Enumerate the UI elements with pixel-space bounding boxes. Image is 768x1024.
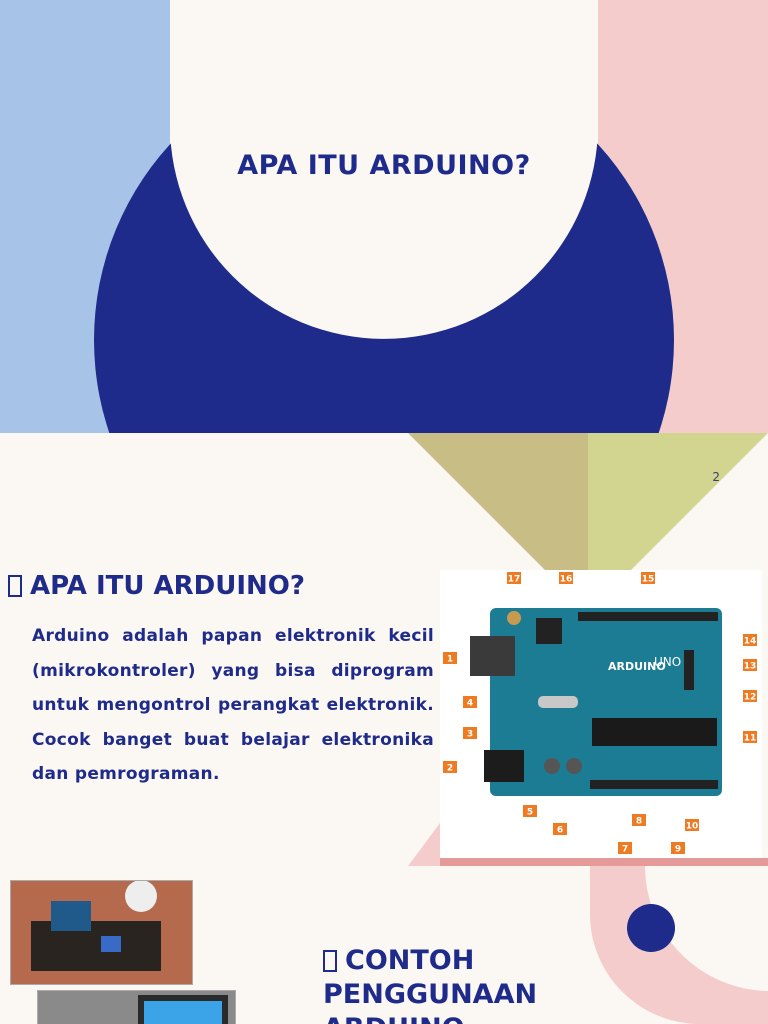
power-jack	[484, 750, 524, 782]
callout-marker	[685, 819, 699, 831]
pink-wedge	[408, 823, 440, 866]
callout-marker	[443, 652, 457, 664]
callout-marker	[553, 823, 567, 835]
section-heading-text: APA ITU ARDUINO?	[30, 571, 305, 601]
callout-marker	[743, 634, 757, 646]
project-photo-2	[37, 990, 236, 1024]
callout-label: 5	[527, 808, 533, 818]
board-brand-text: ARDUINO	[608, 660, 666, 673]
callout-marker	[463, 727, 477, 739]
examples-heading-line3: ARDUINO	[323, 1012, 537, 1024]
lime-triangle	[588, 433, 768, 613]
callout-marker	[559, 572, 573, 584]
callout-label: 7	[622, 845, 628, 855]
reset-button	[507, 611, 521, 625]
olive-triangle	[408, 433, 588, 613]
cream-arch	[170, 0, 598, 339]
project-photo-1	[10, 880, 193, 985]
capacitor-2	[566, 758, 582, 774]
section-heading: APA ITU ARDUINO?	[8, 571, 305, 601]
navy-dot	[627, 904, 675, 952]
pink-arc	[589, 866, 768, 1024]
callout-label: 13	[744, 662, 757, 672]
usb-port	[470, 636, 515, 676]
callout-label: 12	[744, 693, 757, 703]
callout-label: 11	[744, 734, 757, 744]
callout-marker	[632, 814, 646, 826]
bullet-square-icon	[323, 950, 337, 972]
icsp-right	[684, 650, 694, 690]
description-paragraph: Arduino adalah papan elektronik kecil (m…	[32, 626, 434, 784]
board-model-text: UNO	[654, 655, 681, 669]
slide-1: APA ITU ARDUINO?	[0, 0, 768, 433]
slide-2: 2 APA ITU ARDUINO? Arduino adalah papan …	[0, 433, 768, 1024]
callout-label: 9	[675, 845, 681, 855]
examples-heading-line2: PENGGUNAAN	[323, 979, 538, 1010]
callout-marker	[463, 696, 477, 708]
analog-header	[590, 780, 718, 789]
pink-strip	[440, 858, 768, 866]
capacitor-1	[544, 758, 560, 774]
callout-label: 1	[447, 655, 453, 665]
callout-marker	[443, 761, 457, 773]
callout-label: 2	[447, 764, 453, 774]
callout-label: 10	[686, 822, 699, 832]
callout-label: 14	[744, 637, 757, 647]
callout-marker	[507, 572, 521, 584]
callout-marker	[743, 690, 757, 702]
callout-label: 17	[508, 575, 521, 585]
examples-heading: CONTOH PENGGUNAAN ARDUINO	[323, 944, 537, 1024]
page-number: 2	[712, 470, 720, 484]
callout-marker	[523, 805, 537, 817]
callout-marker	[743, 731, 757, 743]
bullet-square-icon	[8, 575, 22, 597]
callout-marker	[641, 572, 655, 584]
microcontroller-chip	[592, 718, 717, 746]
callout-label: 8	[636, 817, 642, 827]
icsp-header	[536, 618, 562, 644]
callout-marker	[671, 842, 685, 854]
callout-label: 15	[642, 575, 655, 585]
callout-label: 6	[557, 826, 563, 836]
callout-label: 16	[560, 575, 573, 585]
digital-header	[578, 612, 718, 621]
board-pcb	[490, 608, 722, 796]
slide-2-decor	[408, 433, 768, 1024]
callout-label: 4	[467, 699, 473, 709]
crystal	[538, 696, 578, 708]
callout-marker	[743, 659, 757, 671]
callout-marker	[618, 842, 632, 854]
slide-1-decor	[0, 0, 768, 433]
slide-title: APA ITU ARDUINO?	[237, 150, 531, 181]
callout-label: 3	[467, 730, 473, 740]
examples-heading-line1: CONTOH	[345, 945, 475, 976]
